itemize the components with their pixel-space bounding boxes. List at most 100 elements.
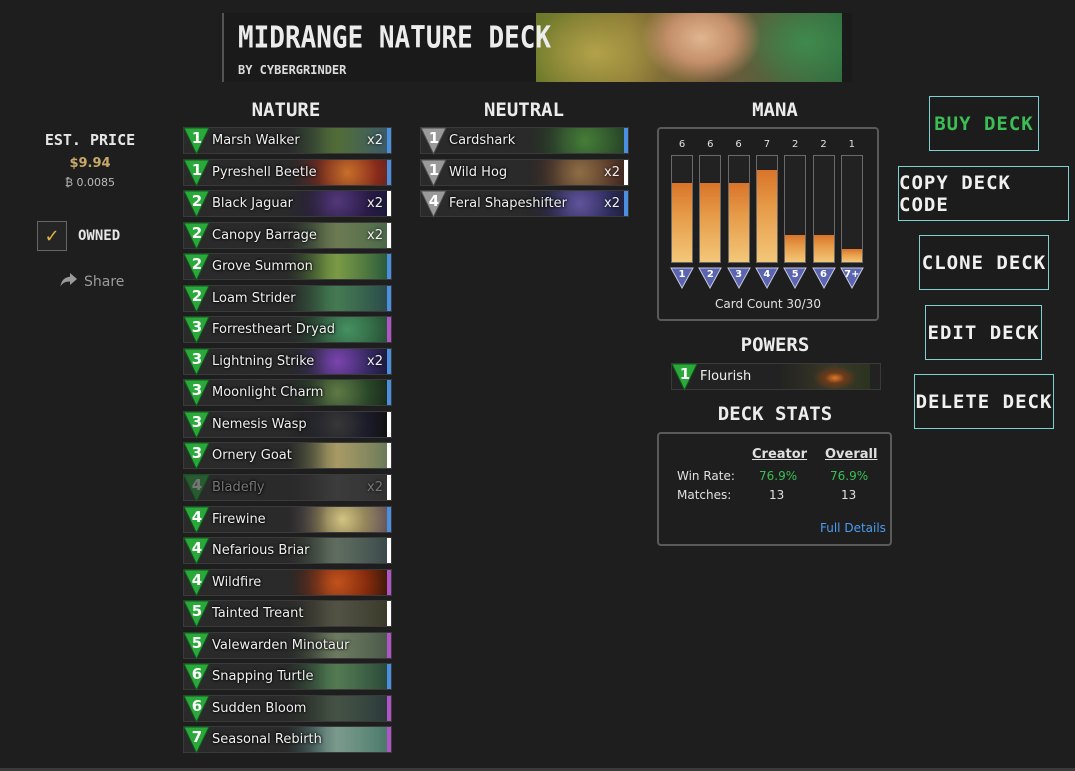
cost-gem-icon <box>183 506 210 534</box>
rarity-bar <box>387 632 391 658</box>
card-count-caption: Card Count 30/30 <box>715 297 821 311</box>
card-art <box>287 569 387 595</box>
card-art <box>287 475 387 501</box>
card-name: Tainted Treant <box>212 606 304 622</box>
rarity-bar <box>387 285 391 311</box>
card-name: Nemesis Wasp <box>212 416 307 432</box>
card-cost: 1 <box>428 129 440 147</box>
card-name: Bladefly <box>212 480 265 496</box>
card-art <box>287 222 387 248</box>
cost-gem-icon <box>183 537 210 566</box>
mana-cost-gem-icon <box>698 267 723 289</box>
full-details-link[interactable]: Full Details <box>820 521 886 535</box>
card-quantity: x2 <box>367 227 383 243</box>
clone-deck-button[interactable]: CLONE DECK <box>919 235 1049 290</box>
card-cost: 4 <box>428 192 440 211</box>
card-name: Black Jaguar <box>212 196 293 212</box>
rarity-bar <box>387 727 391 753</box>
card-name: Valewarden Minotaur <box>212 637 350 653</box>
power-art <box>780 364 870 389</box>
card-art <box>287 348 387 374</box>
card-name: Cardshark <box>449 133 516 148</box>
card-name: Pyreshell Beetle <box>212 164 317 180</box>
copy-deck-code-button[interactable]: COPY DECK CODE <box>898 166 1069 221</box>
delete-deck-button[interactable]: DELETE DECK <box>914 374 1054 429</box>
cost-gem-icon <box>183 726 210 755</box>
mana-count: 2 <box>792 139 799 150</box>
card-name: Sudden Bloom <box>212 700 307 716</box>
card-art <box>287 285 387 311</box>
power-row[interactable]: 1 Flourish <box>671 363 881 391</box>
matches-overall: 13 <box>841 488 857 502</box>
buy-deck-button[interactable]: BUY DECK <box>929 96 1039 151</box>
card-art <box>287 538 387 564</box>
power-cost-gem <box>671 363 698 391</box>
card-art <box>287 380 387 406</box>
card-art <box>287 506 387 532</box>
cost-gem-icon <box>183 411 210 439</box>
cost-gem-icon <box>183 600 210 629</box>
rarity-bar <box>387 601 391 627</box>
cost-gem-icon <box>183 285 210 313</box>
neutral-column-header: NEUTRAL <box>483 99 565 121</box>
rarity-bar <box>624 159 628 185</box>
cost-gem-icon <box>183 127 210 155</box>
card-cost: 2 <box>191 286 203 305</box>
mana-bar <box>840 155 863 263</box>
cost-gem-icon <box>183 663 210 692</box>
rarity-bar <box>387 475 391 501</box>
card-art <box>287 191 387 217</box>
cost-gem-icon <box>183 348 210 376</box>
card-row[interactable]: 1 Cardshark <box>420 127 629 155</box>
win-rate-overall: 76.9% <box>830 469 869 483</box>
win-rate-label: Win Rate: <box>677 469 735 483</box>
card-art <box>524 128 624 153</box>
card-name: Firewine <box>212 511 266 527</box>
card-name: Wildfire <box>212 574 262 590</box>
rarity-bar <box>387 191 391 217</box>
rarity-bar <box>624 191 628 217</box>
cost-gem-icon <box>420 159 447 187</box>
card-name: Moonlight Charm <box>212 385 324 401</box>
cost-gem-icon <box>183 222 210 250</box>
cost-gem-icon <box>183 253 210 282</box>
card-cost: 3 <box>191 318 203 337</box>
mana-bar <box>784 155 807 263</box>
card-row[interactable]: 5 Tainted Treant <box>183 600 392 629</box>
share-button[interactable]: Share <box>60 272 124 291</box>
edit-deck-button[interactable]: EDIT DECK <box>925 305 1042 360</box>
owned-label: OWNED <box>78 228 121 244</box>
power-cost: 1 <box>679 365 691 383</box>
mana-cost-gem-icon <box>726 267 751 289</box>
owned-checkbox[interactable]: ✓ <box>37 221 67 251</box>
card-name: Wild Hog <box>449 164 508 180</box>
cost-gem-icon <box>183 316 210 345</box>
card-name: Nefarious Briar <box>212 543 310 559</box>
mana-count: 7 <box>763 139 771 150</box>
deck-title: MIDRANGE NATURE DECK <box>238 21 552 56</box>
card-cost: 5 <box>191 602 203 621</box>
card-cost: 6 <box>191 665 203 684</box>
